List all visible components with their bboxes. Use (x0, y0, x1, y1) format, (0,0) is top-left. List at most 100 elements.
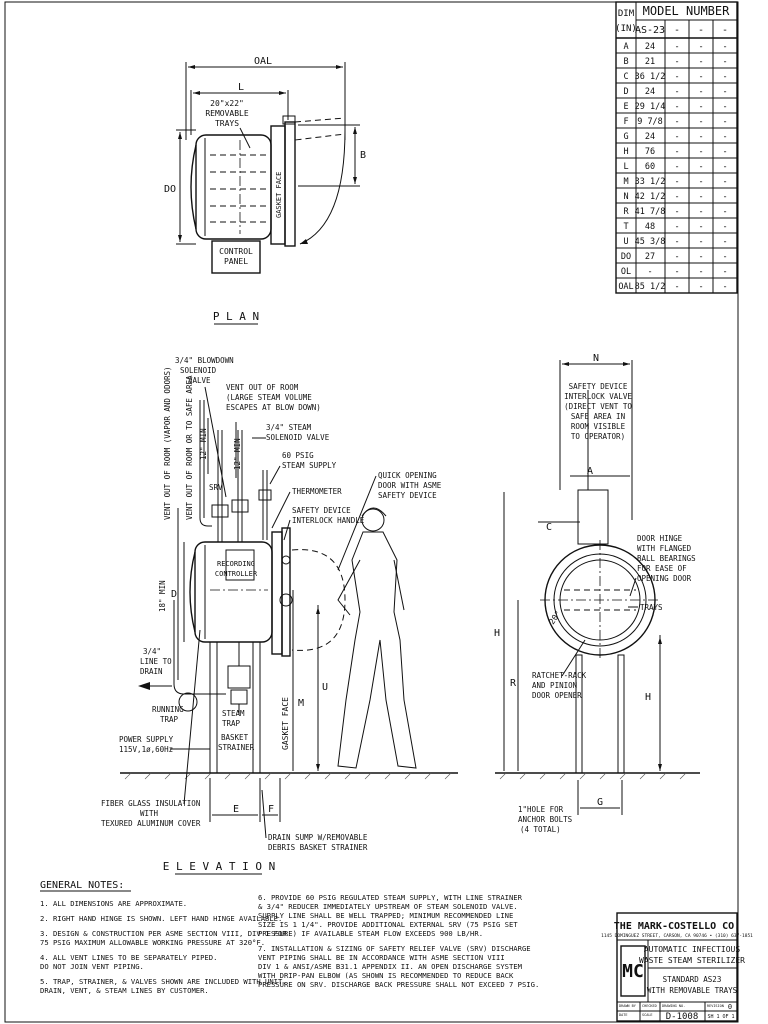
note-right-0-line-3: SIZE IS 1 1/4". PROVIDE ADDITIONAL EXTER… (258, 920, 518, 929)
table-empty-cell: - (722, 177, 727, 187)
note-left-2-line-1: 75 PSIG MAXIMUM ALLOWABLE WORKING PRESSU… (40, 938, 265, 947)
table-empty-cell: - (698, 117, 703, 127)
elevation-door (281, 527, 291, 657)
table-dim-d: D (623, 87, 628, 97)
door-hinge-label-5: OPENING DOOR (637, 574, 692, 583)
note-right-1-line-3: WITH DRIP-PAN ELBOW (AS SHOWN IS RECOMME… (258, 971, 514, 980)
running-trap-label-1: RUNNING (152, 705, 184, 714)
table-empty-cell: - (698, 57, 703, 67)
vent-large-label-3: ESCAPES AT BLOW DOWN) (226, 403, 321, 412)
side-dim-c: C (546, 522, 552, 533)
door-hinge-label-4: FOR EASE OF (637, 564, 687, 573)
operator-figure (337, 507, 417, 769)
revision-value: 0 (728, 1003, 732, 1011)
srv-label: SRV (209, 483, 223, 492)
table-empty-cell: - (698, 222, 703, 232)
plan-view: OAL L 20"x22" REMOVABLE TRAYS GASKET FAC… (164, 56, 366, 325)
table-empty-cell: - (722, 117, 727, 127)
table-empty-cell: - (674, 162, 679, 172)
label-drawn-by: DRAWN BY (619, 1004, 637, 1008)
drain-sump-label-2: DEBRIS BASKET STRAINER (268, 843, 368, 852)
interlock-valve-label-1: SAFETY DEVICE (569, 382, 628, 391)
note-left-3-line-1: DO NOT JOIN VENT PIPING. (40, 962, 144, 971)
table-empty-cell: - (722, 282, 727, 292)
table-empty-cell: - (722, 192, 727, 202)
table-empty-cell: - (674, 132, 679, 142)
elevation-door-handle (279, 593, 293, 607)
plan-dim-b: B (360, 150, 366, 161)
table-empty-cell: - (698, 132, 703, 142)
elevation-leg-right (252, 641, 261, 774)
table-value-d: 24 (645, 87, 655, 97)
table-empty-cell: - (674, 207, 679, 217)
plan-vessel-body (195, 134, 272, 240)
fiber-glass-label-3: TEXURED ALUMINUM COVER (101, 819, 201, 828)
table-empty-cell: - (698, 207, 703, 217)
side-dim-r: R (510, 678, 517, 689)
title-line-1: AUTOMATIC INFECTIOUS (644, 945, 741, 954)
steam-valve-label-1: 3/4" STEAM (266, 423, 312, 432)
note-right-0-line-4: PRESSURE) IF AVAILABLE STEAM FLOW EXCEED… (258, 929, 483, 938)
table-empty-cell: - (698, 87, 703, 97)
interlock-handle-label-1: SAFETY DEVICE (292, 506, 351, 515)
table-model-blank-3: - (722, 25, 728, 36)
table-empty-cell: - (674, 117, 679, 127)
table-empty-cell: - (722, 237, 727, 247)
table-empty-cell: - (722, 72, 727, 82)
note-right-0-line-0: 6. PROVIDE 60 PSIG REGULATED STEAM SUPPL… (258, 893, 523, 902)
plan-trays-label-2: REMOVABLE (205, 109, 249, 118)
table-value-h: 76 (645, 147, 655, 157)
company-name: THE MARK-COSTELLO CO. (614, 921, 740, 932)
steam-trap-label-2: TRAP (222, 719, 241, 728)
mc-logo-text: MC (622, 961, 644, 982)
sheet-border (4, 1, 739, 1023)
recording-controller-label-2: CONTROLLER (215, 570, 258, 578)
plan-trays-label-1: 20"x22" (210, 99, 244, 108)
ratchet-label-3: DOOR OPENER (532, 691, 582, 700)
table-dim-do: DO (621, 252, 631, 262)
table-value-do: 27 (645, 252, 655, 262)
anchor-label-2: ANCHOR BOLTS (518, 815, 573, 824)
plan-title: P L A N (213, 310, 259, 323)
table-empty-cell: - (674, 102, 679, 112)
anchor-label-3: (4 TOTAL) (520, 825, 561, 834)
notes-heading: GENERAL NOTES: (40, 880, 124, 891)
interlock-valve-box (577, 489, 609, 545)
elevation-title: E L E V A T I O N (163, 860, 276, 873)
plan-dim-l: L (238, 82, 244, 93)
table-empty-cell: - (722, 162, 727, 172)
table-value-e: 29 1/4 (635, 102, 666, 112)
elevation-dim-e: E (233, 804, 239, 815)
table-empty-cell: - (722, 147, 727, 157)
note-left-1-line-0: 2. RIGHT HAND HINGE IS SHOWN. LEFT HAND … (40, 914, 282, 923)
table-empty-cell: - (722, 222, 727, 232)
interlock-valve-label-6: TO OPERATOR) (571, 432, 625, 441)
table-value-ol: - (647, 267, 652, 277)
drawing-number: D-1008 (666, 1012, 699, 1022)
srv-valve (211, 504, 229, 518)
table-empty-cell: - (674, 57, 679, 67)
table-value-g: 24 (645, 132, 655, 142)
interlock-valve-label-5: ROOM VISIBLE (571, 422, 626, 431)
interlock-valve-label-4: SAFE AREA IN (571, 412, 625, 421)
table-empty-cell: - (722, 252, 727, 262)
table-value-l: 60 (645, 162, 655, 172)
door-hinge-label-3: BALL BEARINGS (637, 554, 696, 563)
table-header-dim: DIM (618, 9, 635, 19)
basket-strainer-label-2: STRAINER (218, 743, 255, 752)
side-dim-n: N (593, 353, 599, 364)
blowdown-label-1: 3/4" BLOWDOWN (175, 356, 234, 365)
ratchet-label-2: AND PINION (532, 681, 577, 690)
note-right-1-line-2: DIV 1 & ANSI/ASME B31.1 APPENDIX II. AN … (258, 962, 523, 971)
note-left-0-line-0: 1. ALL DIMENSIONS ARE APPROXIMATE. (40, 899, 187, 908)
min-18-label: 18" MIN (158, 580, 167, 612)
table-empty-cell: - (698, 252, 703, 262)
steam-supply-label-2: STEAM SUPPLY (282, 461, 337, 470)
elevation-vessel-body (194, 541, 273, 643)
blowdown-label-2: SOLENOID (180, 366, 217, 375)
interlock-valve-label-2: INTERLOCK VALVE (564, 392, 632, 401)
table-empty-cell: - (698, 177, 703, 187)
drain-line-label-2: LINE TO (140, 657, 172, 666)
steam-trap (227, 665, 251, 689)
